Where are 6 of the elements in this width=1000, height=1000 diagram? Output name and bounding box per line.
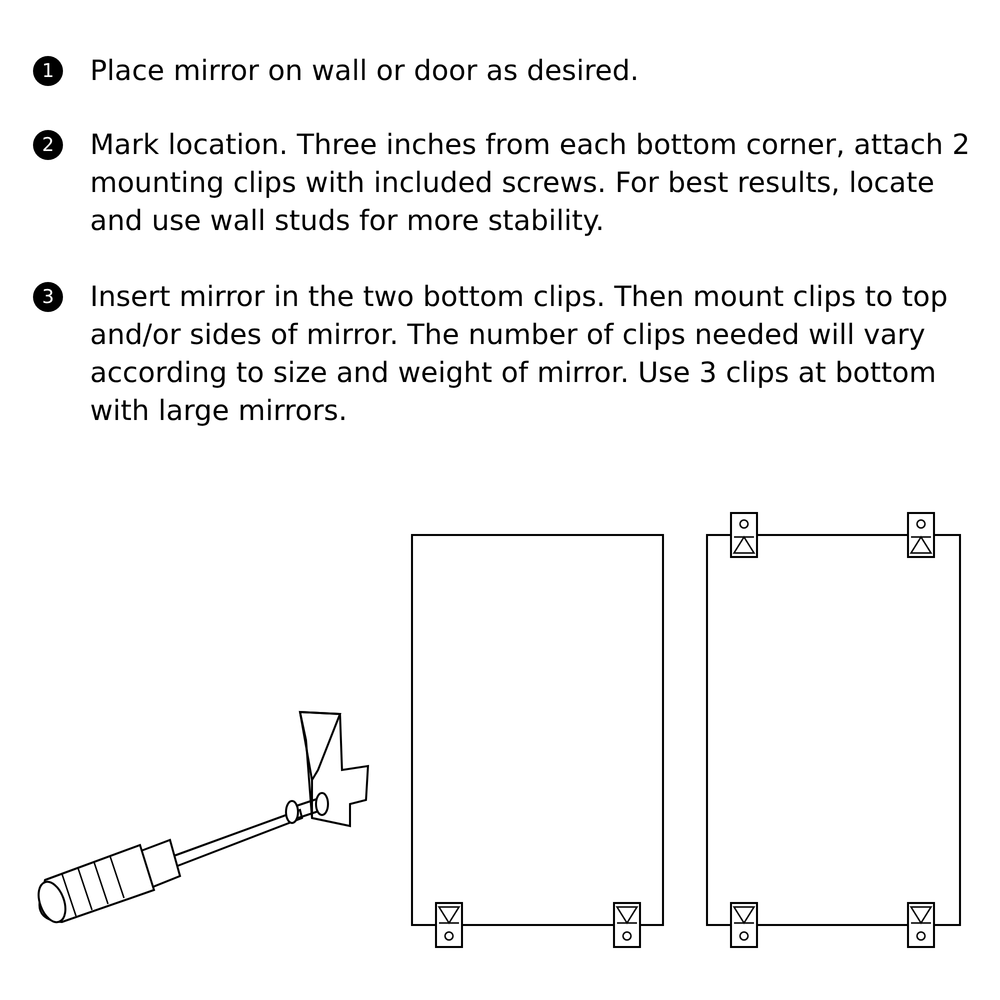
- instruction-text: Place mirror on wall or door as desired.: [90, 53, 640, 89]
- step-number-badge: 3: [33, 282, 63, 312]
- instruction-text: Insert mirror in the two bottom clips. Then mount clips to top and/or sides of mirror. The number of clips needed will vary according to size and weight of mirror. Use 3 clips at bottom with large mirrors.: [90, 279, 949, 429]
- step-number-badge: 2: [33, 130, 63, 160]
- step-number-badge: 1: [33, 56, 63, 86]
- instruction-text: Mark location. Three inches from each bottom corner, attach 2 mounting clips with included screws. For best results, locate and use wall studs for more stability.: [90, 127, 971, 239]
